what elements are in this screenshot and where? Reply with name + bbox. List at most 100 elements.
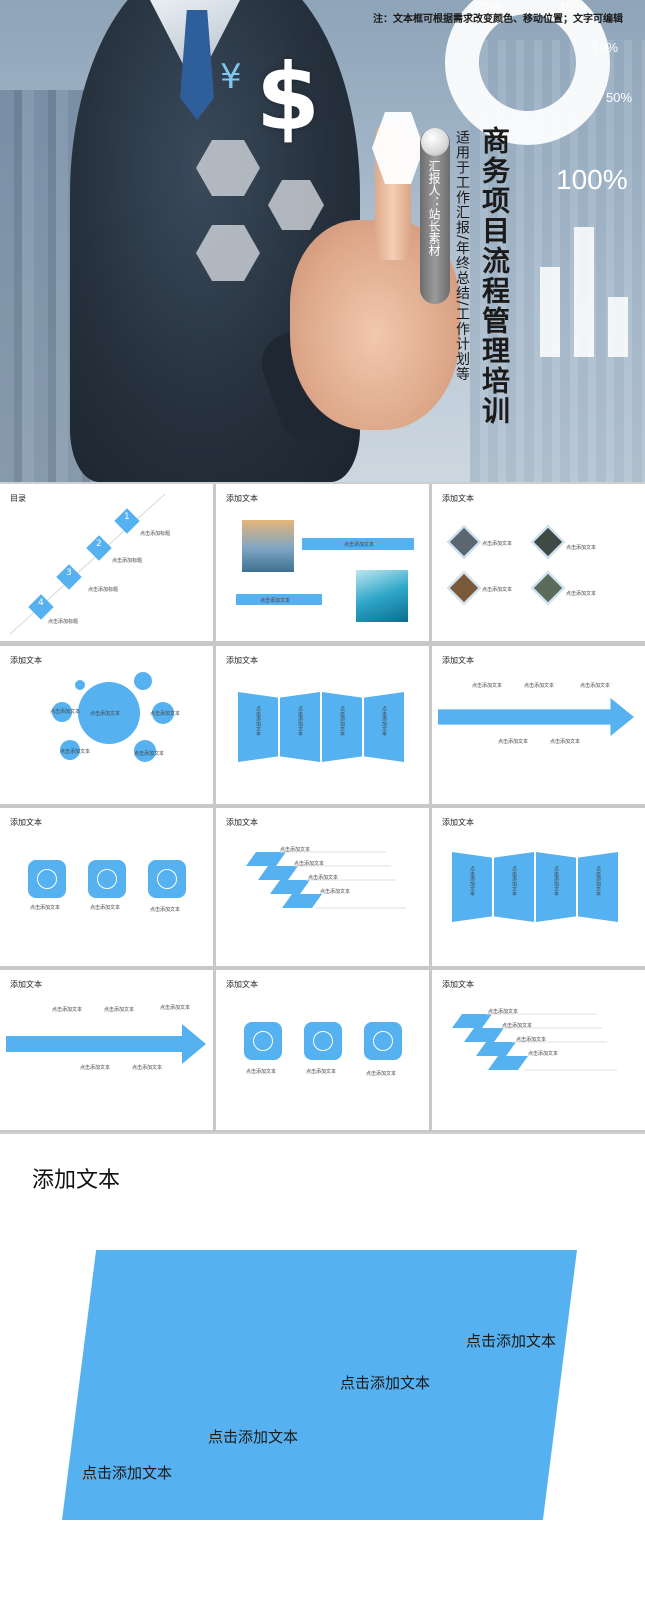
diamond-photo [447,525,481,559]
toc-item-label: 点击添加标题 [48,619,79,625]
slide-arrow-timeline[interactable]: 添加文本 点击添加文本 点击添加文本 点击添加文本 点击添加文本 点击添加文本 [432,646,645,804]
icon-ring [253,1031,273,1051]
click-text: 点击添加文本 [80,1065,111,1071]
panel [578,852,618,922]
click-text: 点击添加文本 [566,591,597,597]
wave-photo [356,570,408,622]
click-text: 点击添加文本 [90,711,121,717]
click-text: 点击添加文本 [280,847,311,853]
click-text: 点击添加文本 [550,739,581,745]
click-text: 点击添加文本 [294,861,325,867]
click-text: 点击添加文本 [30,905,61,911]
timeline-arrow [438,698,634,736]
slide-folded-panels-2[interactable]: 添加文本 点击添加文本 点击添加文本 点击添加文本 点击添加文本 [432,808,645,966]
vertical-text: 点击添加文本 [339,706,345,736]
yen-icon: ¥ [220,57,242,97]
click-text: 点击添加文本 [488,1009,519,1015]
diamond-photo [531,571,565,605]
icon-ring [37,869,57,889]
click-text: 点击添加文本 [246,1069,277,1075]
text-bar [302,538,414,550]
toc-number: 2 [96,539,102,549]
slide-icon-tiles-2[interactable]: 添加文本 点击添加文本 点击添加文本 点击添加文本 [216,970,429,1130]
click-text: 点击添加文本 [308,875,339,881]
click-text: 点击添加文本 [306,1069,337,1075]
icon-ring [373,1031,393,1051]
bubble [134,740,156,762]
slide-icon-tiles[interactable]: 添加文本 点击添加文本 点击添加文本 点击添加文本 [0,808,213,966]
dollar-icon: $ [256,44,321,151]
percent-label: 100% [556,164,628,195]
click-text: 点击添加文本 [90,905,121,911]
slide-title: 添加文本 [226,980,258,989]
slide-zigzag[interactable]: 添加文本 点击添加文本 点击添加文本 点击添加文本 点击添加文本 [216,808,429,966]
toc-number: 4 [38,598,44,608]
slide-arrow-timeline-2[interactable]: 添加文本 点击添加文本 点击添加文本 点击添加文本 点击添加文本 点击添加文本 [0,970,213,1130]
toc-item-label: 点击添加标题 [140,531,171,537]
slide-bubbles[interactable]: 添加文本 点击添加文本 点击添加文本 点击添加文本 点击添加文本 点击添加文本 [0,646,213,804]
slide-title: 添加文本 [10,656,42,665]
panel [280,692,320,762]
text-bar [236,594,322,605]
vertical-text: 点击添加文本 [255,706,261,736]
click-text: 点击添加文本 [52,1007,83,1013]
click-text: 点击添加文本 [160,1005,191,1011]
subtitle: 适用于工作汇报/年终总结/工作计划等 [454,130,470,382]
click-text: 点击添加文本 [104,1007,135,1013]
hexagon-icon [268,180,324,230]
slide-title: 添加文本 [32,1168,121,1193]
click-text: 点击添加文本 [566,545,597,551]
click-text: 点击添加文本 [150,711,181,717]
cover-slide: ¥ $ 20% 40% 10% 50% 100% 注：文本框可根据需求改变颜色、… [0,0,645,482]
slide-title: 添加文本 [226,656,258,665]
pill-knob-icon [421,128,449,156]
slide-toc[interactable]: 目录 1 点击添加标题 2 点击添加标题 3 点击添加标题 4 点击添加标题 [0,484,213,641]
panel-label: 点击添加文本 [82,1464,173,1482]
slide-photos[interactable]: 添加文本 点击添加文本 点击添加文本 [216,484,429,641]
presenter: 汇报人：站长素材 [427,160,441,256]
sailboat-photo [242,520,294,572]
click-text: 点击添加文本 [320,889,351,895]
click-text: 点击添加文本 [150,907,181,913]
vertical-text: 点击添加文本 [553,866,559,896]
click-text: 点击添加文本 [50,709,81,715]
click-text: 点击添加文本 [132,1065,163,1071]
slide-title: 添加文本 [442,656,474,665]
slide-diamond-photos[interactable]: 添加文本 点击添加文本 点击添加文本 点击添加文本 点击添加文本 [432,484,645,641]
percent-label: 50% [606,90,633,105]
panel [536,852,576,922]
click-text: 点击添加文本 [482,587,513,593]
slide-zigzag-2[interactable]: 添加文本 点击添加文本 点击添加文本 点击添加文本 点击添加文本 [432,970,645,1130]
slide-title: 添加文本 [10,818,42,827]
vertical-text: 点击添加文本 [297,706,303,736]
slide-title: 添加文本 [226,818,258,827]
bubble [52,702,72,722]
icon-ring [157,869,177,889]
bubble [75,680,85,690]
bubble [152,702,174,724]
slide-folded-panels[interactable]: 添加文本 点击添加文本 点击添加文本 点击添加文本 点击添加文本 [216,646,429,804]
diamond-photo [531,525,565,559]
percent-label: 10% [592,40,619,55]
percent-label: 20% [474,0,503,14]
slide-title: 目录 [10,494,26,503]
click-text: 点击添加文本 [482,541,513,547]
slide-title: 添加文本 [226,494,258,503]
slide-title: 添加文本 [442,980,474,989]
timeline-arrow [6,1024,206,1064]
bubble [134,672,152,690]
click-text: 点击添加文本 [524,683,555,689]
click-text: 点击添加文本 [498,739,529,745]
vertical-text: 点击添加文本 [381,706,387,736]
click-text: 点击添加文本 [344,542,375,548]
hexagon-icon [196,140,260,196]
panel [494,852,534,922]
panel-label: 点击添加文本 [208,1428,299,1446]
toc-number: 1 [124,512,130,522]
click-text: 点击添加文本 [502,1023,533,1029]
panel-label: 点击添加文本 [340,1374,431,1392]
hexagon-icon [196,225,260,281]
panel [238,692,278,762]
vertical-text: 点击添加文本 [511,866,517,896]
diamond-photo [447,571,481,605]
